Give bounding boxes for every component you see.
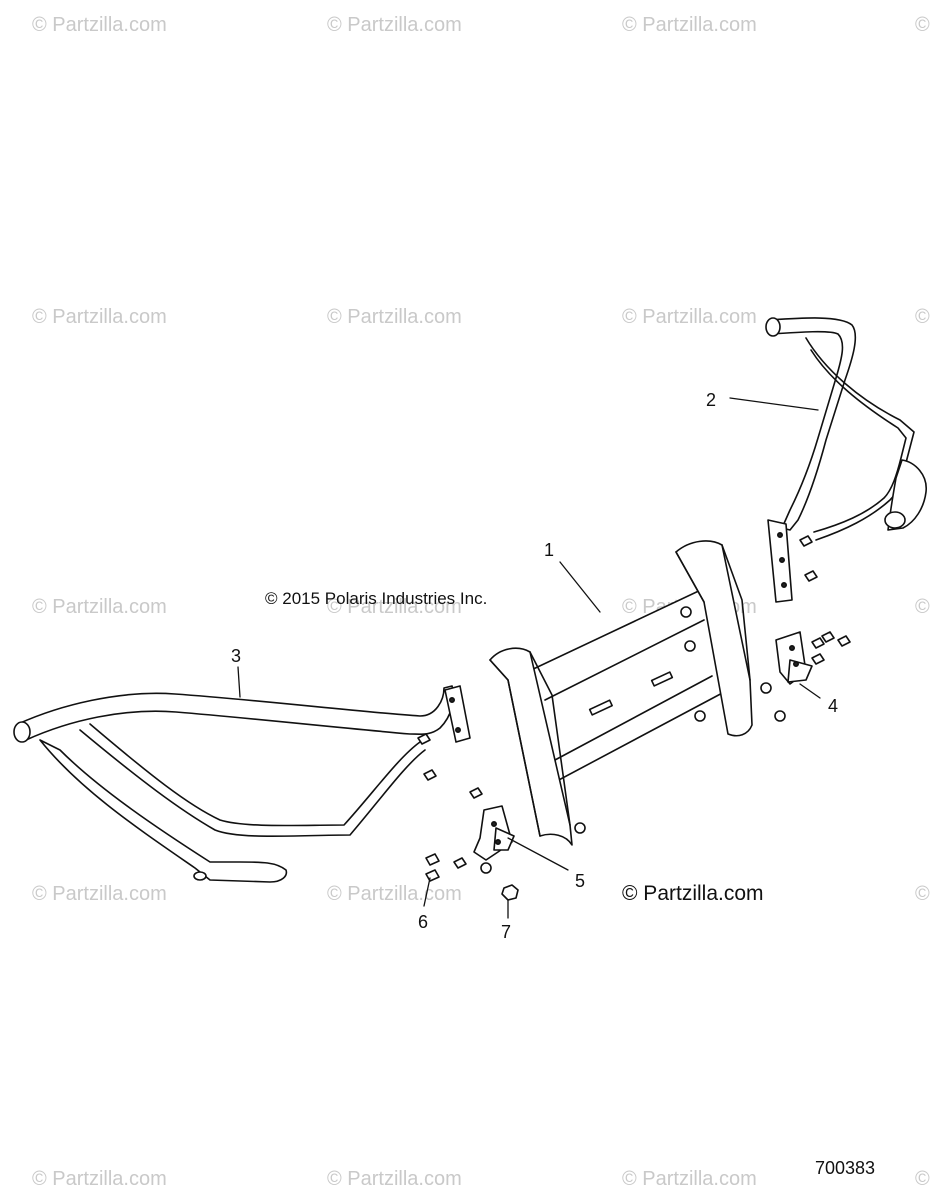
callout-label: 3 bbox=[231, 646, 242, 666]
copyright-notice: © 2015 Polaris Industries Inc. bbox=[265, 589, 488, 608]
watermark: © Partzilla.com bbox=[32, 1168, 167, 1190]
nut bbox=[501, 884, 519, 901]
watermark: © Partzilla.com bbox=[622, 1168, 757, 1190]
watermark: © Partzilla.com bbox=[327, 596, 462, 618]
watermark: © Partzilla.com bbox=[32, 596, 167, 618]
right-mounting-bracket bbox=[760, 631, 851, 722]
watermark-edge: © bbox=[915, 1168, 930, 1190]
watermark: © Partzilla.com bbox=[327, 14, 462, 36]
watermark: © Partzilla.com bbox=[32, 306, 167, 328]
callout-label: 1 bbox=[544, 540, 555, 560]
callout-label: 4 bbox=[828, 696, 839, 716]
callout-label: 7 bbox=[501, 922, 512, 942]
partzilla-mark: © Partzilla.com bbox=[622, 882, 764, 905]
watermark: © Partzilla.com bbox=[32, 883, 167, 905]
front-bumper-guard bbox=[489, 540, 753, 846]
left-mounting-bracket bbox=[453, 805, 515, 874]
watermark: © Partzilla.com bbox=[327, 1168, 462, 1190]
watermark-edge: © bbox=[915, 883, 930, 905]
callout-label: 2 bbox=[706, 390, 717, 410]
watermark: © Partzilla.com bbox=[622, 14, 757, 36]
watermark: © Partzilla.com bbox=[32, 14, 167, 36]
watermark-edge: © bbox=[915, 596, 930, 618]
figure-number: 700383 bbox=[815, 1158, 876, 1178]
bolt bbox=[425, 853, 440, 882]
watermark-edge: © bbox=[915, 306, 930, 328]
leader-lines bbox=[237, 397, 821, 919]
watermark: © Partzilla.com bbox=[622, 306, 757, 328]
watermark-edge: © bbox=[915, 14, 930, 36]
callout-label: 6 bbox=[418, 912, 429, 932]
left-side-tube bbox=[13, 685, 483, 883]
watermark: © Partzilla.com bbox=[327, 306, 462, 328]
callout-label: 5 bbox=[575, 871, 586, 891]
right-side-tube bbox=[765, 317, 927, 603]
